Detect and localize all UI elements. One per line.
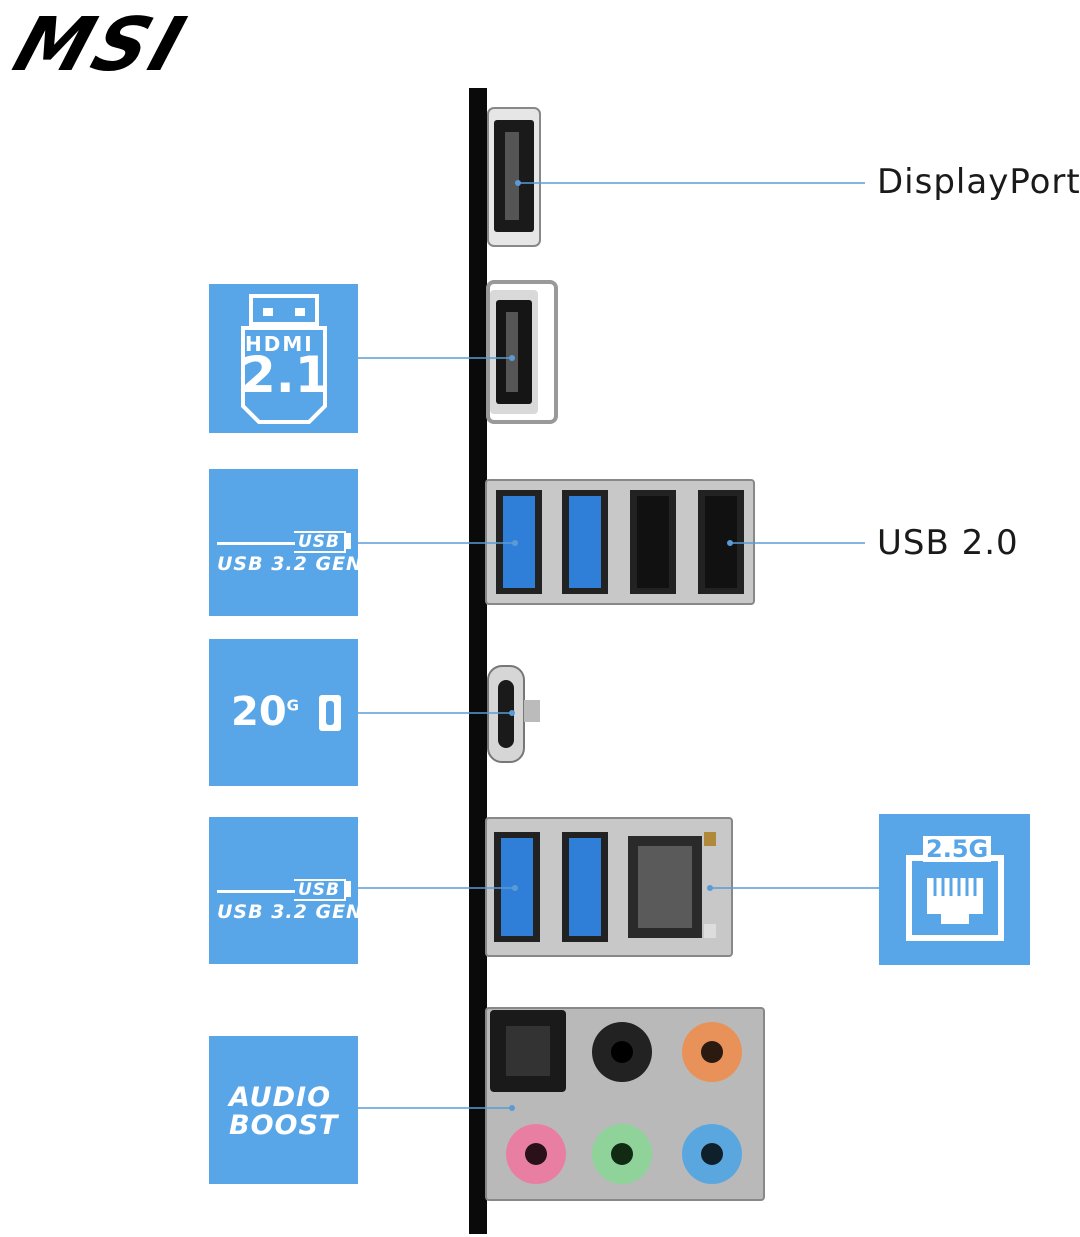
audio-boost-tile: AUDIO BOOST — [209, 1036, 358, 1184]
hdmi-connector-icon — [241, 294, 327, 424]
audio-block — [485, 1007, 765, 1201]
usb-lan-block — [485, 817, 733, 957]
usb-badge: USB — [294, 531, 347, 553]
usb-c-port — [487, 665, 540, 763]
lan-port — [628, 832, 716, 938]
usb-bar-icon — [217, 542, 295, 545]
usb2-port-2 — [698, 490, 744, 594]
io-backplate-edge — [469, 88, 487, 1234]
hdmi-word: HDMI — [245, 332, 314, 356]
usbc-speed: 20G — [231, 689, 299, 735]
usb3-port-2 — [562, 490, 608, 594]
usb-badge: USB — [294, 879, 347, 901]
hdmi-port — [486, 280, 558, 424]
usb-gen-label: USB 3.2 GEN1 — [217, 901, 378, 923]
ethernet-port-icon — [906, 855, 1004, 941]
usb-bar-icon — [217, 890, 295, 893]
hdmi-tile: HDMI 2.1 — [209, 284, 358, 433]
usb32-tile-bottom: USB USB 3.2 GEN1 — [209, 817, 376, 964]
usb-c-plug-icon — [319, 695, 341, 731]
lan-2-5g-tile: 2.5G — [879, 814, 1030, 965]
usb-port-block-top — [485, 479, 755, 605]
usb3-port-1 — [496, 490, 542, 594]
usb2-port-1 — [630, 490, 676, 594]
usb3-port-4 — [562, 832, 608, 942]
usb-cap-icon — [346, 881, 351, 897]
audio-boost-label: AUDIO BOOST — [229, 1082, 339, 1141]
usb-gen-label: USB 3.2 GEN1 — [217, 553, 378, 575]
label-usb2: USB 2.0 — [877, 523, 1019, 563]
displayport-port — [487, 107, 541, 247]
usb32-tile-top: USB USB 3.2 GEN1 — [209, 469, 376, 616]
usb-cap-icon — [346, 533, 351, 549]
label-displayport: DisplayPort — [877, 162, 1080, 202]
leader-lines — [358, 182, 880, 1109]
hdmi-version: 2.1 — [241, 346, 330, 404]
lan-speed-label: 2.5G — [923, 836, 992, 862]
usbc-20g-tile: 20G — [209, 639, 358, 786]
